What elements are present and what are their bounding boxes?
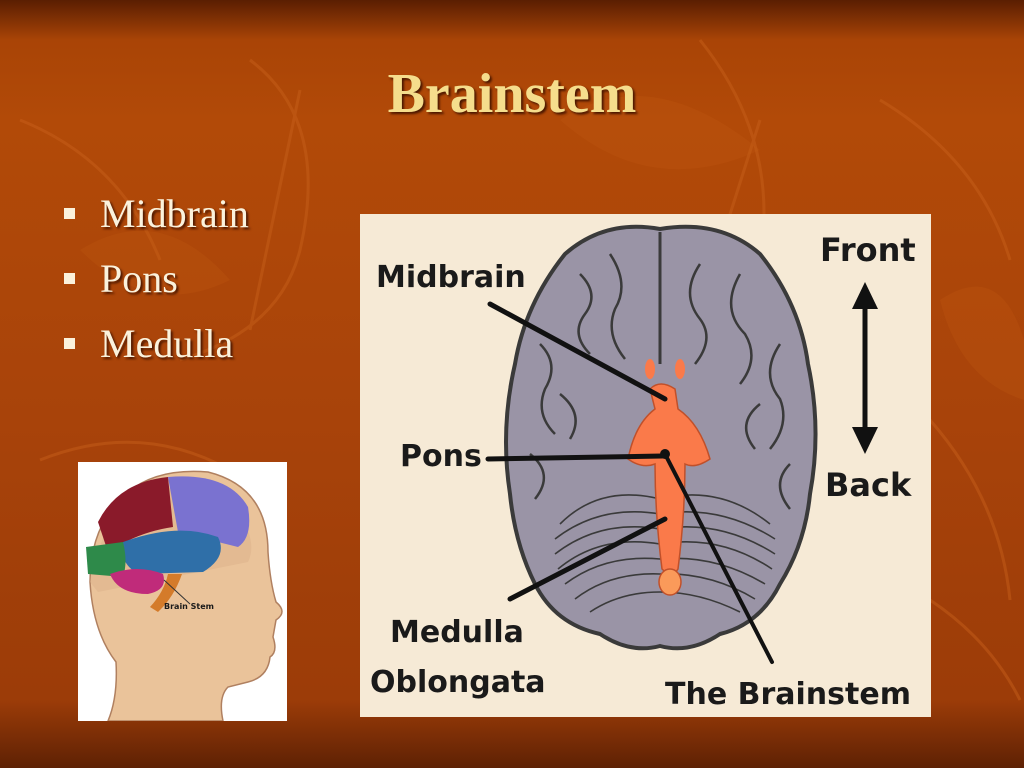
label-pons: Pons (400, 439, 482, 474)
bullet-label: Pons (100, 256, 178, 301)
bullet-list: Midbrain Pons Medulla (62, 190, 249, 385)
head-brain-figure: Brain Stem (78, 462, 287, 722)
midbrain-pointer (487, 301, 668, 402)
bullet-square-icon (64, 273, 75, 284)
brain-stem-shape (150, 574, 182, 612)
label-front: Front (820, 231, 916, 269)
medulla-pointer (507, 516, 668, 602)
brainstem-diagram: Midbrain Pons Medulla Oblongata The Brai… (360, 214, 931, 717)
bullet-square-icon (64, 208, 75, 219)
bullet-label: Medulla (100, 321, 234, 366)
cerebellum (110, 569, 164, 594)
bullet-label: Midbrain (100, 191, 249, 236)
label-back: Back (825, 466, 912, 504)
occipital-lobe (86, 542, 126, 577)
brain-stem-label: Brain Stem (164, 602, 214, 611)
temporal-lobe (122, 530, 221, 574)
label-midbrain: Midbrain (376, 260, 526, 295)
bullet-square-icon (64, 338, 75, 349)
label-the-brainstem: The Brainstem (665, 677, 911, 712)
parietal-lobe (168, 476, 250, 547)
label-oblongata: Oblongata (370, 665, 546, 700)
pons-pointer (485, 453, 665, 462)
bullet-item-pons: Pons (62, 255, 249, 320)
medulla-bulb (658, 568, 682, 596)
bullet-item-midbrain: Midbrain (62, 190, 249, 255)
frontal-lobe (98, 477, 173, 552)
brainstem-pointer (663, 452, 774, 664)
label-medulla: Medulla (390, 615, 524, 650)
bullet-item-medulla: Medulla (62, 320, 249, 385)
front-back-arrow-icon (852, 282, 878, 454)
slide-title: Brainstem (387, 63, 637, 125)
brainstem-shape (627, 383, 711, 575)
